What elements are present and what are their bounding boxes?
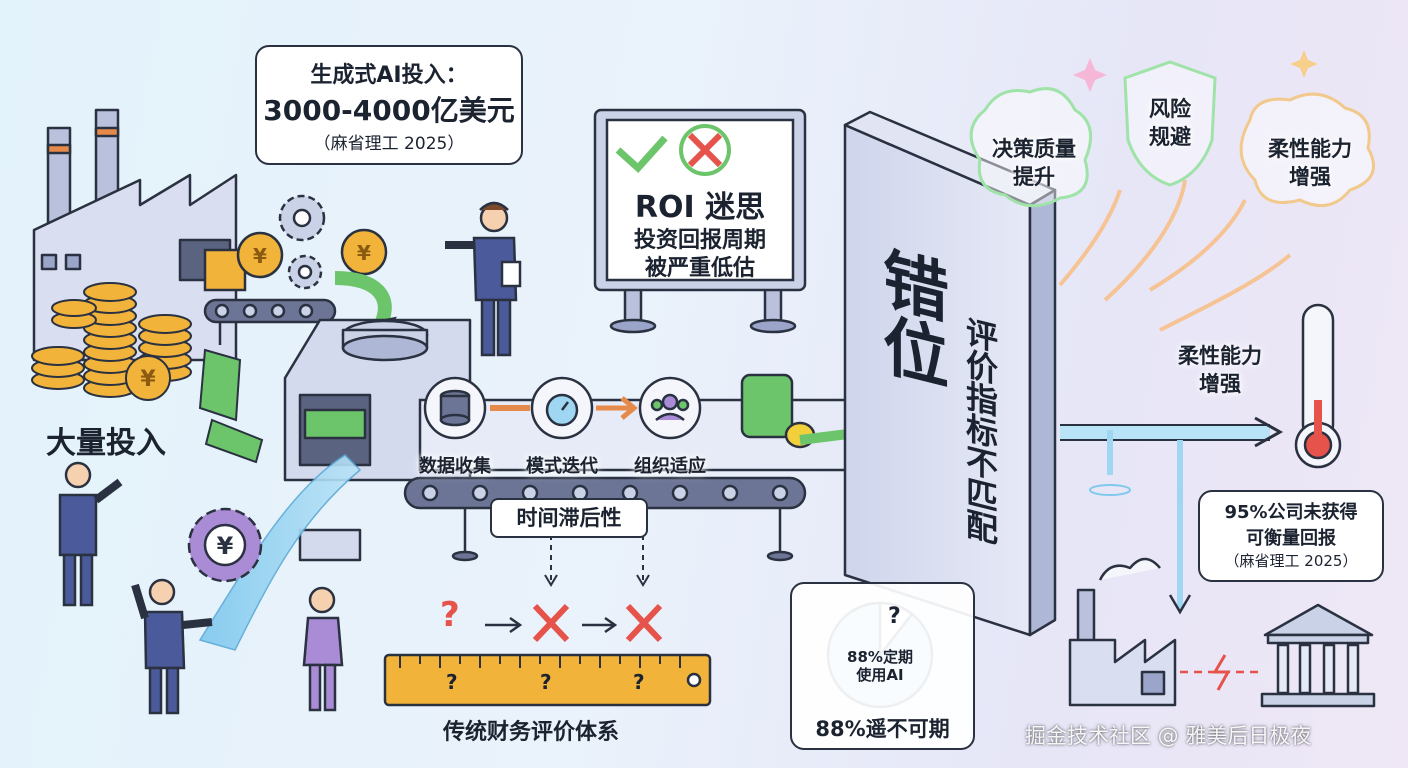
ruler-mark-2: ? [540, 670, 552, 694]
ruler-icon [383, 653, 712, 707]
investment-line1: 生成式AI投入： [310, 63, 468, 88]
step-data-collection: 数据收集 [419, 456, 491, 477]
cross-icon [679, 124, 731, 176]
database-icon [423, 376, 487, 440]
coin-stack-icon: ¥ [31, 282, 192, 401]
leaking-money [198, 348, 264, 464]
svg-text:¥: ¥ [140, 367, 156, 392]
return-line1: 95%公司未获得 [1224, 502, 1358, 523]
stopwatch-icon [530, 376, 594, 440]
watermark: 掘金技术社区 @ 雅美后日极夜 [1025, 724, 1312, 748]
ruler-mark-1: ? [446, 670, 458, 694]
pie-percent-label: 88%定期 使用AI [847, 648, 913, 684]
time-lag-text: 时间滞后性 [516, 506, 622, 530]
team-icon [638, 376, 702, 440]
manager-figure [445, 201, 522, 357]
step-org-adaptation: 组织适应 [634, 456, 706, 477]
person-figure [131, 578, 213, 715]
thermometer-icon [1294, 303, 1342, 469]
flower-glow-icon [1239, 92, 1375, 208]
traditional-caption: 传统财务评价体系 [443, 720, 620, 745]
return-bubble: 95%公司未获得 可衡量回报 （麻省理工 2025） [1198, 490, 1384, 582]
wall-subtitle: 评价指标不匹配 [961, 313, 999, 547]
check-icon [615, 135, 668, 173]
bank-icon [1260, 603, 1376, 708]
investment-source: （麻省理工 2025） [313, 134, 465, 154]
return-source: （麻省理工 2025） [1224, 552, 1358, 570]
benefit-risk-avoidance: 风险 规避 [1149, 97, 1191, 149]
pie-card [790, 582, 975, 750]
pie-caption: 88%遥不可期 [815, 717, 950, 741]
misalignment-wall [843, 110, 1057, 637]
investment-amount: 3000-4000亿美元 [263, 94, 515, 127]
time-lag-label: 时间滞后性 [490, 498, 648, 538]
side-flexibility-label: 柔性能力 增强 [1178, 344, 1262, 396]
input-title: 大量投入 [46, 426, 166, 461]
roi-title: ROI 迷思 [634, 190, 766, 225]
benefit-decision-quality: 决策质量 提升 [992, 137, 1076, 189]
ruler-mark-3: ? [633, 670, 645, 694]
person-figure [302, 586, 344, 712]
decision-glow-icon [969, 87, 1093, 208]
small-factory-icon [1068, 557, 1177, 707]
gear-icon: ¥ ¥ [236, 194, 388, 290]
person-figure [58, 461, 123, 607]
roi-line2: 被严重低估 [644, 256, 755, 281]
gear-icon: ¥ [187, 507, 263, 583]
water-stream [198, 454, 362, 651]
roi-board [593, 108, 807, 334]
return-line2: 可衡量回报 [1246, 528, 1336, 549]
svg-text:¥: ¥ [217, 532, 234, 560]
growth-arrows [1058, 179, 1292, 332]
roi-line1: 投资回报周期 [633, 228, 766, 253]
investment-bubble: 生成式AI投入： 3000-4000亿美元 （麻省理工 2025） [255, 45, 523, 165]
svg-text:¥: ¥ [253, 244, 267, 268]
pie-question: ? [888, 604, 901, 629]
question-mark: ? [440, 595, 460, 635]
shield-icon [1123, 60, 1217, 187]
step-model-iteration: 模式迭代 [526, 456, 598, 477]
wall-title: 错位 [872, 240, 949, 392]
benefit-flexibility: 柔性能力 增强 [1268, 137, 1352, 189]
svg-text:¥: ¥ [357, 241, 371, 265]
